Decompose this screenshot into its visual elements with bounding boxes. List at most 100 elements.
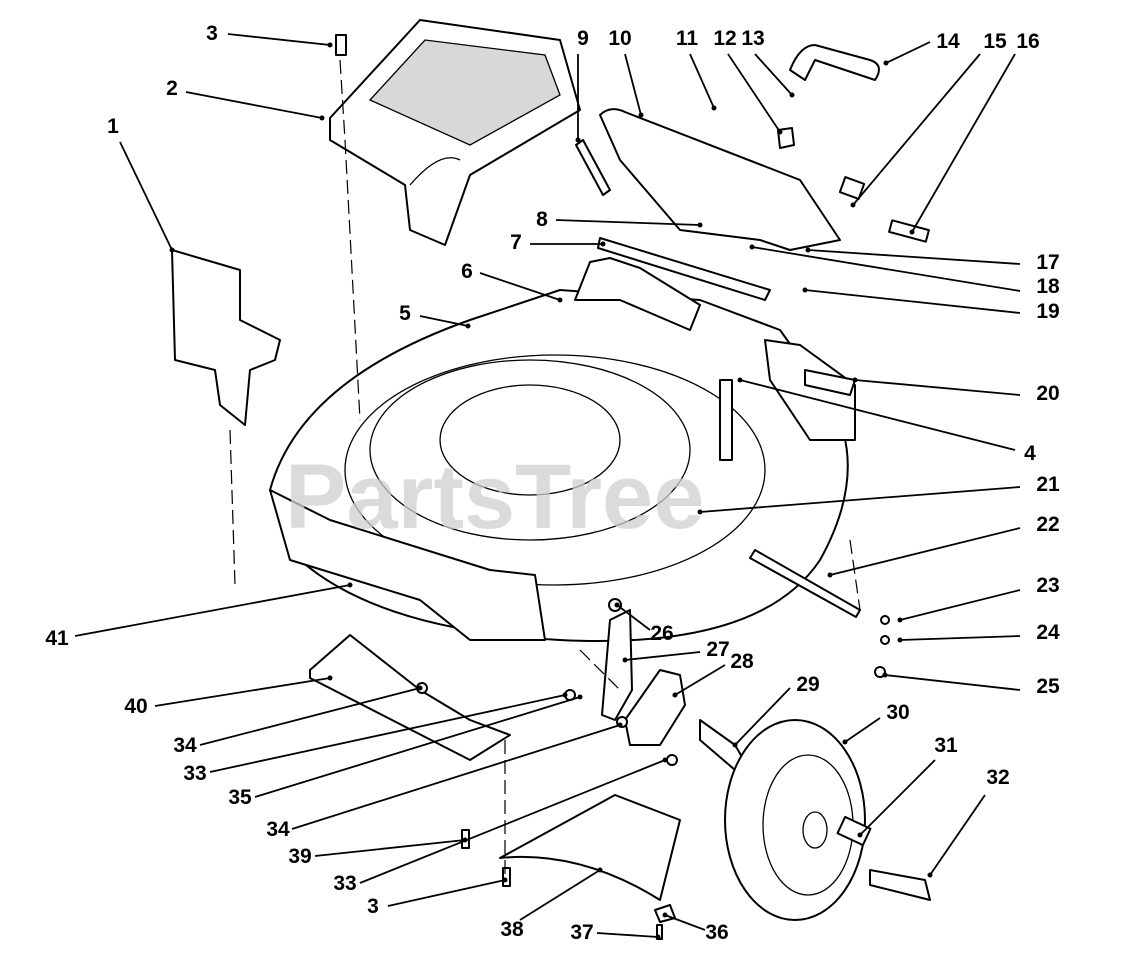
leader-line [844, 717, 881, 743]
leader-dot [662, 912, 668, 918]
callout-29: 29 [796, 673, 819, 696]
leader-line [804, 289, 1021, 314]
leader-line [727, 53, 781, 133]
leader-line [314, 839, 466, 857]
leader-line [209, 694, 566, 773]
leader-dot [789, 92, 795, 98]
callout-27: 27 [706, 638, 729, 661]
leader-line [899, 589, 1021, 621]
leader-line [154, 677, 331, 707]
callout-25: 25 [1036, 675, 1060, 698]
leader-line [555, 219, 701, 226]
leader-dot [557, 297, 563, 303]
leader-dot [857, 832, 863, 838]
callout-30: 30 [886, 701, 909, 724]
leader-dot [169, 247, 175, 253]
leader-dot [622, 657, 628, 663]
assembly-lines [229, 59, 861, 880]
callout-22: 22 [1036, 513, 1059, 536]
callout-40: 40 [124, 695, 147, 718]
wheel-pivot-arm [624, 669, 686, 746]
callout-36: 36 [705, 921, 728, 944]
leader-dot [897, 637, 903, 643]
leader-line [859, 759, 936, 836]
leader-dot [927, 872, 933, 878]
callout-34: 34 [266, 818, 290, 841]
callout-1: 1 [107, 115, 119, 138]
callout-9: 9 [577, 27, 589, 50]
callout-24: 24 [1036, 621, 1060, 644]
leader-line [852, 53, 981, 206]
leader-line [739, 379, 1016, 451]
leader-dot [600, 241, 606, 247]
callout-6: 6 [461, 260, 473, 283]
leader-line [596, 932, 659, 938]
leader-dot [737, 377, 743, 383]
callout-32: 32 [986, 766, 1009, 789]
leader-line [734, 687, 791, 746]
leader-line [674, 664, 726, 696]
callout-31: 31 [934, 734, 958, 757]
leader-dot [852, 377, 858, 383]
leader-dot [805, 247, 811, 253]
leader-dot [897, 617, 903, 623]
leader-dot [465, 323, 471, 329]
leader-dot [777, 129, 783, 135]
leader-line [911, 53, 1016, 233]
leader-dot [802, 287, 808, 293]
leader-line [199, 687, 421, 746]
leader-dot [577, 694, 583, 700]
leader-dot [732, 742, 738, 748]
callout-12: 12 [713, 27, 736, 50]
callout-35: 35 [228, 786, 252, 809]
leader-line [119, 141, 173, 251]
callout-18: 18 [1036, 275, 1060, 298]
callout-10: 10 [608, 27, 631, 50]
callout-17: 17 [1036, 251, 1059, 274]
leader-line [254, 696, 581, 798]
callout-19: 19 [1036, 300, 1059, 323]
leader-dot [502, 877, 508, 883]
leader-line [807, 249, 1021, 265]
callout-15: 15 [983, 30, 1007, 53]
leader-line [616, 604, 651, 631]
leader-line [624, 651, 701, 661]
callout-14: 14 [936, 30, 960, 53]
leader-line [854, 379, 1021, 396]
callout-11: 11 [676, 27, 699, 50]
leader-line [185, 91, 323, 119]
leader-dot [638, 112, 644, 118]
leader-dot [347, 582, 353, 588]
callout-33: 33 [183, 762, 206, 785]
callout-20: 20 [1036, 382, 1059, 405]
callout-23: 23 [1036, 574, 1059, 597]
leader-dot [327, 42, 333, 48]
leader-line [689, 53, 715, 109]
callout-13: 13 [741, 27, 764, 50]
callout-5: 5 [399, 302, 411, 325]
leader-line [624, 53, 642, 116]
callout-33: 33 [333, 872, 356, 895]
callout-2: 2 [166, 77, 178, 100]
leader-line [699, 486, 1021, 513]
leader-dot [662, 757, 668, 763]
leader-dot [672, 692, 678, 698]
rear-axle-rod [749, 549, 861, 618]
baffle-plate [309, 634, 511, 761]
leader-line [419, 315, 469, 327]
leader-dot [319, 115, 325, 121]
leader-dot [614, 602, 620, 608]
leader-line [359, 759, 666, 884]
leader-line [829, 527, 1021, 576]
leader-line [479, 272, 561, 301]
callout-34: 34 [173, 734, 197, 757]
leader-dot [749, 244, 755, 250]
wheel [724, 719, 931, 921]
callout-21: 21 [1036, 473, 1060, 496]
callout-4: 4 [1024, 442, 1036, 465]
leader-line [291, 724, 621, 830]
leader-line [754, 53, 793, 96]
